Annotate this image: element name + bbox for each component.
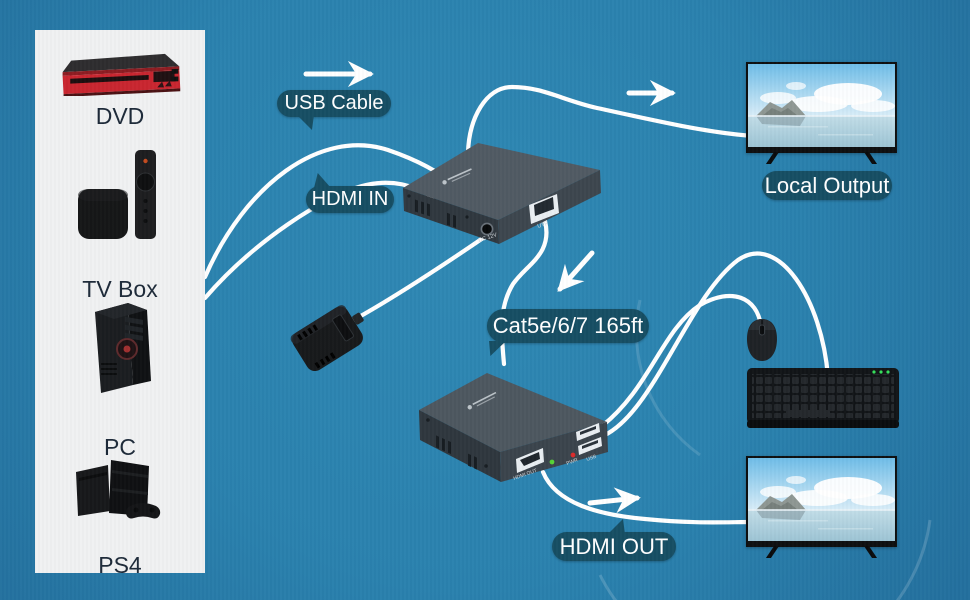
arrow-cat-down [557,250,595,292]
dc-port-label: DC 12V [478,232,498,244]
callout-hdmi-out: HDMI OUT [552,519,676,561]
hdmi-extender-transmitter: DC 12V UTP [403,143,601,244]
tv-screen-beach [748,458,895,541]
cable-power [347,233,489,325]
callout-local-output: Local Output [762,171,892,200]
hdmi-out-port [516,448,544,473]
vent-slits [426,418,488,470]
device-label-tv-box: TV Box [82,276,158,302]
dvd-player-image [62,53,181,96]
arrow-hdmi-out [587,487,641,514]
power-led-red [570,452,576,458]
power-adapter [290,305,364,372]
callout-cat-cable-text: Cat5e/6/7 165ft [492,313,644,338]
cable-usb-keyboard [595,251,831,441]
pc-tower-image [95,303,151,393]
brand-marking [442,168,472,185]
background-arc [598,519,932,600]
ps4-image [76,460,161,519]
device-label-ps4: PS4 [98,552,142,578]
usb-port-label: USB [586,453,598,462]
vent-slits [407,194,469,228]
mouse [747,319,777,361]
callout-usb-cable: USB Cable [277,90,391,130]
dc-power-port [480,222,494,236]
callout-cat-cable: Cat5e/6/7 165ft [487,309,649,356]
tv-box-image [78,150,156,239]
keyboard [747,368,899,428]
callout-hdmi-in-text: HDMI IN [311,188,389,210]
brand-marking [467,391,497,410]
callout-hdmi-out-text: HDMI OUT [559,533,669,559]
tv-screen-beach [748,64,895,147]
usb-ports [576,423,602,455]
hdmi-output-tv [746,456,897,558]
cable-hdmi-out [540,469,755,525]
callout-usb-cable-text: USB Cable [284,92,384,114]
status-led-green [549,459,555,465]
pwr-led-label: PWR [566,457,579,467]
rj45-port [529,194,559,224]
hdmi-extender-receiver: HDMI OUT PWR USB [419,373,608,482]
utp-port-label: UTP [537,221,550,230]
local-output-tv [746,62,897,164]
cable-usb [202,143,455,280]
cable-local-output [465,84,755,156]
callout-hdmi-in: HDMI IN [306,173,394,213]
device-label-dvd: DVD [95,103,145,129]
device-label-pc: PC [104,434,136,460]
source-devices-panel: DVD TV Box PC [35,30,205,578]
callout-local-output-text: Local Output [764,172,890,198]
